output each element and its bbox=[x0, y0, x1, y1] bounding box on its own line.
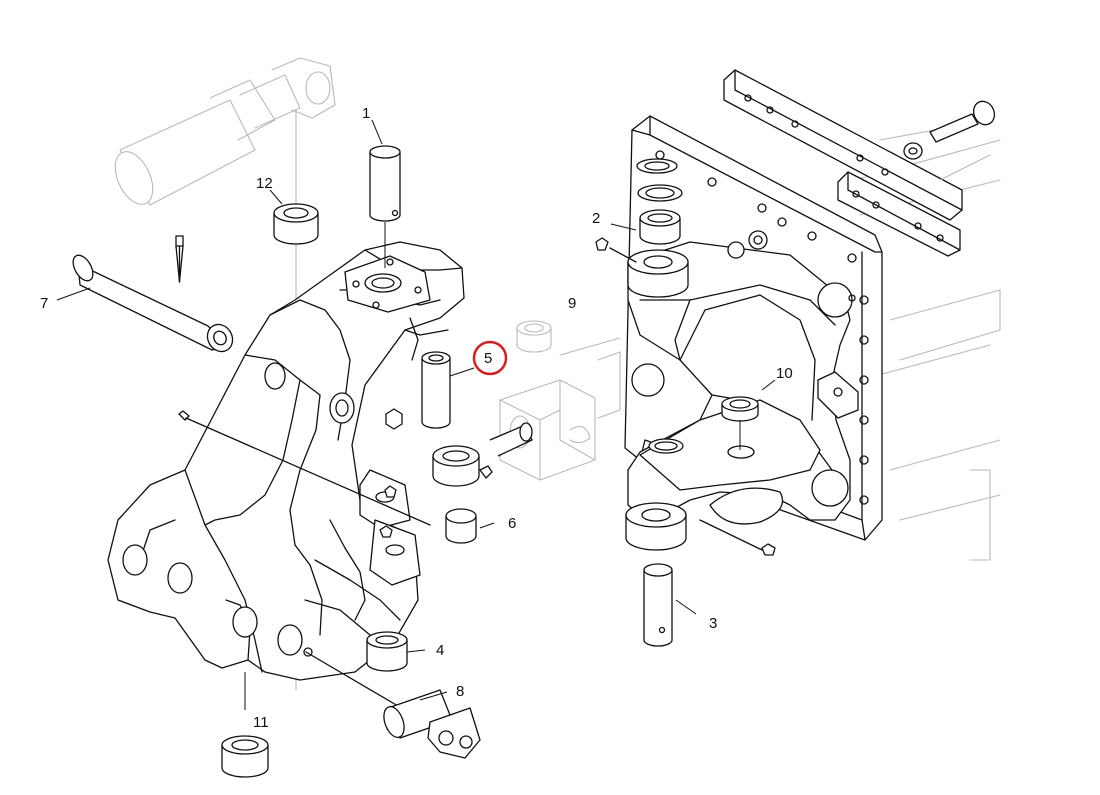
callout-10: 10 bbox=[776, 365, 793, 382]
part-12-bushing bbox=[269, 189, 319, 245]
callouts: 1 2 3 4 5 6 7 8 9 10 11 12 bbox=[40, 105, 793, 731]
callout-8: 8 bbox=[456, 683, 464, 700]
callout-4: 4 bbox=[436, 642, 444, 659]
part-4-bushing bbox=[366, 631, 426, 672]
callout-9: 9 bbox=[568, 295, 576, 312]
callout-12: 12 bbox=[256, 175, 273, 192]
callout-3: 3 bbox=[709, 615, 717, 632]
callout-7: 7 bbox=[40, 295, 48, 312]
callout-11: 11 bbox=[253, 714, 269, 731]
support-frame bbox=[595, 115, 883, 647]
callout-5: 5 bbox=[484, 350, 492, 367]
part-5-sleeve bbox=[421, 351, 475, 429]
callout-1: 1 bbox=[362, 105, 370, 122]
swing-bracket bbox=[107, 241, 465, 707]
part-1-pin bbox=[369, 119, 401, 268]
part-11-bushing bbox=[221, 672, 269, 778]
clamp-bars bbox=[723, 69, 996, 257]
callout-2: 2 bbox=[592, 210, 600, 227]
part-7-long-pin bbox=[56, 235, 234, 353]
part-6-collar bbox=[432, 422, 533, 544]
callout-6: 6 bbox=[508, 515, 516, 532]
highlight-circle bbox=[472, 340, 508, 376]
part-8-pin bbox=[383, 689, 481, 759]
center-ghost-parts bbox=[499, 320, 621, 481]
